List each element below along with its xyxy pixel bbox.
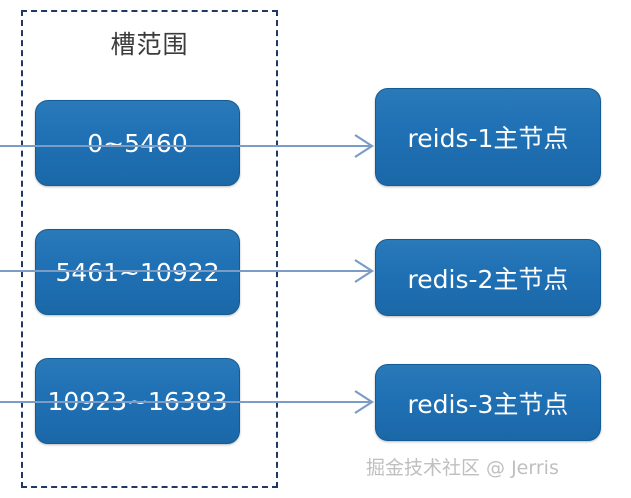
slot-range-group-title: 槽范围 <box>110 30 189 59</box>
slot-range-node-1: 0~5460 <box>35 100 240 186</box>
slot-range-node-3: 10923~16383 <box>35 358 240 444</box>
redis-master-node-3: redis-3主节点 <box>375 364 601 441</box>
slot-range-node-2: 5461~10922 <box>35 229 240 315</box>
slot-range-group-box <box>21 10 278 488</box>
redis-master-node-2: redis-2主节点 <box>375 239 601 316</box>
watermark-text: 掘金技术社区 @ Jerris <box>366 457 559 479</box>
redis-master-node-1: reids-1主节点 <box>375 88 601 186</box>
